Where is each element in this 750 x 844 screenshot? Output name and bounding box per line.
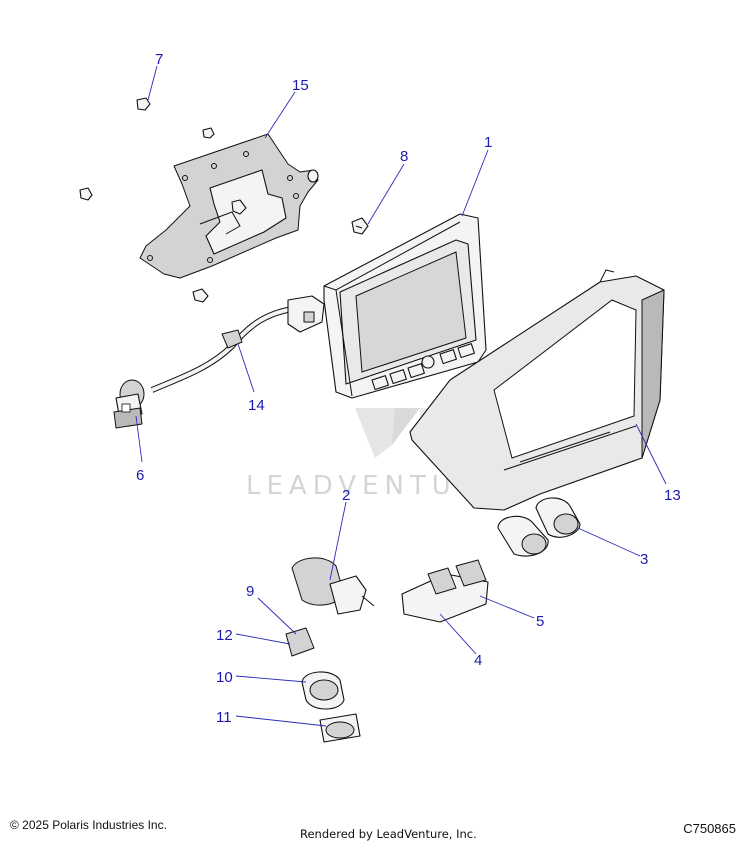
rendered-by-credit: Rendered by LeadVenture, Inc. (300, 827, 477, 841)
callout-12: 12 (216, 627, 233, 644)
callout-9: 9 (246, 583, 254, 600)
callout-5: 5 (536, 613, 544, 630)
display-buttons (371, 343, 475, 391)
rocker-switches-parts-4-5 (401, 559, 489, 623)
callout-11: 11 (216, 709, 232, 726)
ignition-switch-part-2 (291, 557, 375, 615)
callout-10: 10 (216, 669, 233, 686)
callout-13: 13 (664, 487, 681, 504)
screws-part-7 (79, 97, 247, 303)
drawing-number: C750865 (683, 821, 736, 836)
callout-6: 6 (136, 467, 144, 484)
screw-part-8 (351, 217, 369, 235)
callout-1: 1 (484, 134, 492, 151)
mounting-bracket-part-15 (139, 133, 319, 279)
wire-harness-part-14 (150, 295, 325, 393)
callout-15: 15 (292, 77, 309, 94)
display-part-1 (323, 213, 487, 399)
callout-labels: 1 2 3 4 5 6 7 8 9 10 11 12 13 14 15 (136, 51, 681, 726)
callout-3: 3 (640, 551, 648, 568)
outlet-stack-parts-9-12-10-11 (285, 627, 361, 743)
callout-8: 8 (400, 148, 408, 165)
callout-4: 4 (474, 652, 482, 669)
callout-2: 2 (342, 487, 350, 504)
callout-14: 14 (248, 397, 265, 414)
copyright-notice: © 2025 Polaris Industries Inc. (10, 818, 167, 832)
callout-7: 7 (155, 51, 163, 68)
leader-lines (135, 65, 667, 727)
switch-part-6 (113, 379, 145, 429)
bezel-part-13 (409, 269, 665, 511)
power-outlets-part-3 (497, 497, 581, 557)
